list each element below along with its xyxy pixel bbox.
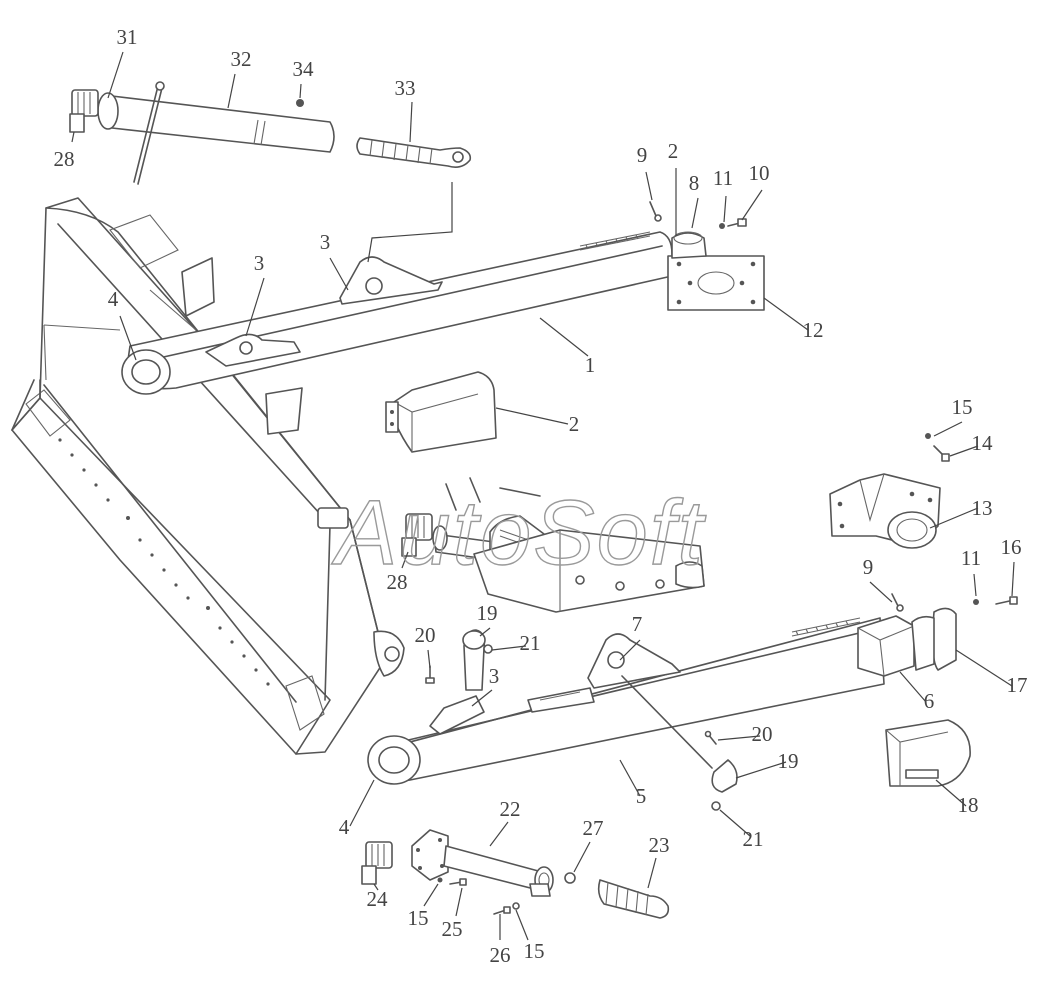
yoke-24	[361, 841, 393, 885]
bolt-9-mid	[891, 593, 899, 607]
callout-13: 13	[972, 496, 993, 520]
washer-15-a	[437, 877, 443, 883]
callout-12: 12	[803, 318, 824, 342]
washer-11-mid	[973, 599, 979, 605]
callout-14: 14	[972, 431, 994, 455]
callout-7: 7	[632, 612, 643, 636]
callout-15: 15	[408, 906, 429, 930]
callout-21: 21	[520, 631, 541, 655]
housing-13	[829, 433, 950, 549]
callout-9: 9	[637, 143, 648, 167]
callout-31: 31	[117, 25, 138, 49]
bracket-3-arm1	[339, 256, 443, 305]
washer-15-b	[512, 902, 520, 910]
callout-10: 10	[749, 161, 770, 185]
callout-2: 2	[569, 412, 580, 436]
callout-4: 4	[339, 815, 350, 839]
watermark: AutoSoft	[331, 482, 706, 584]
callout-18: 18	[958, 793, 979, 817]
callout-28: 28	[54, 147, 75, 171]
callout-5: 5	[636, 784, 647, 808]
callout-3: 3	[320, 230, 331, 254]
cylinder-32	[111, 95, 335, 153]
callout-19: 19	[778, 749, 799, 773]
nut-21-lower	[711, 801, 721, 811]
bracket-3-lower	[205, 333, 301, 367]
callout-1: 1	[585, 353, 596, 377]
callout-20: 20	[752, 722, 773, 746]
callout-22: 22	[500, 797, 521, 821]
callout-27: 27	[583, 816, 604, 840]
washer-15-upper	[925, 433, 931, 439]
callout-23: 23	[649, 833, 670, 857]
bolt-9-upper	[649, 201, 657, 217]
screw-23-lower	[597, 879, 670, 919]
cutting-edge-holes	[58, 438, 270, 686]
dozer-blade	[11, 197, 405, 755]
callout-25: 25	[442, 917, 463, 941]
yoke-28-mid	[401, 513, 433, 557]
push-arm-5	[367, 593, 1018, 785]
callout-17: 17	[1007, 673, 1028, 697]
callout-34: 34	[293, 57, 315, 81]
guard-18	[885, 719, 971, 787]
screw-33-upper	[356, 137, 472, 168]
callout-15: 15	[524, 939, 545, 963]
pivot-rod	[133, 85, 159, 183]
callout-16: 16	[1001, 535, 1022, 559]
cap-8	[671, 232, 707, 259]
flange-12	[667, 255, 765, 311]
callout-2: 2	[668, 139, 679, 163]
bolt-34	[296, 99, 304, 107]
callout-32: 32	[231, 47, 252, 71]
callout-24: 24	[367, 887, 389, 911]
callout-26: 26	[490, 943, 511, 967]
mid-cylinder-group	[401, 477, 705, 613]
washer-11-upper	[719, 223, 725, 229]
callout-9: 9	[863, 555, 874, 579]
callout-21: 21	[743, 827, 764, 851]
callout-15: 15	[952, 395, 973, 419]
nut-27	[564, 872, 576, 884]
callout-11: 11	[713, 166, 733, 190]
upper-cylinder-group	[69, 81, 335, 185]
callout-4: 4	[108, 287, 119, 311]
push-arm-1	[121, 201, 765, 395]
clamp-17	[931, 607, 957, 671]
bracket-31	[97, 92, 119, 130]
callout-3: 3	[254, 251, 265, 275]
bracket-7	[587, 633, 681, 689]
callout-33: 33	[395, 76, 416, 100]
pins-and-fasteners	[425, 629, 738, 811]
callout-28: 28	[387, 570, 408, 594]
yoke-28-upper	[69, 89, 99, 133]
callout-11: 11	[961, 546, 981, 570]
callout-20: 20	[415, 623, 436, 647]
bracket-3-arm5	[429, 695, 485, 735]
flange-plate-22	[411, 829, 449, 881]
block-6	[857, 615, 915, 677]
callout-6: 6	[924, 689, 935, 713]
callout-19: 19	[477, 601, 498, 625]
callout-8: 8	[689, 171, 700, 195]
callout-3: 3	[489, 664, 500, 688]
leader-lines	[71, 51, 1015, 941]
pin-19-lower	[711, 759, 738, 793]
nut-21-upper	[483, 644, 493, 654]
lower-cylinder-group	[361, 829, 670, 919]
connector-2-mid	[385, 371, 497, 453]
